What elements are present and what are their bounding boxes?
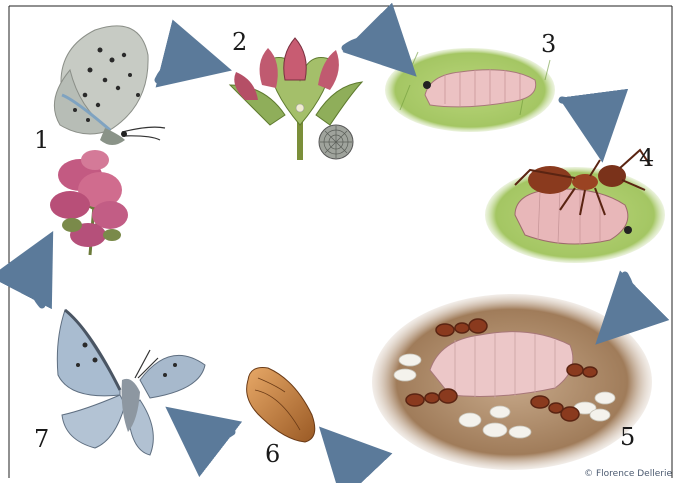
stage-label-4: 4 [639, 144, 654, 172]
arrow-3-to-4 [562, 100, 598, 128]
arrow-1-to-2 [158, 60, 198, 80]
flower-bud-cluster [230, 38, 362, 125]
arrow-2-to-3 [345, 40, 392, 52]
arrow-4-to-5 [620, 275, 631, 320]
thyme-plant [50, 150, 128, 255]
stage-label-7: 7 [34, 425, 49, 453]
stage-7-emerged-butterfly [57, 310, 205, 455]
arrow-7-to-1 [32, 262, 42, 305]
adult-butterfly-closed-wings [54, 26, 165, 145]
stage-label-1: 1 [34, 126, 49, 154]
stage-label-2: 2 [232, 28, 247, 56]
image-credit: © Florence Dellerie [584, 469, 672, 479]
arrow-5-to-6 [343, 452, 383, 462]
stage-1-adult-on-thyme [50, 26, 165, 255]
stage-6-chrysalis [247, 368, 315, 443]
stage-5-caterpillar-in-ant-nest [372, 294, 652, 470]
stage-label-3: 3 [541, 30, 556, 58]
stage-label-6: 6 [265, 440, 280, 468]
stage-label-5: 5 [620, 423, 635, 451]
stage-3-caterpillar [385, 48, 555, 132]
stage-4-ant-adopting-caterpillar [485, 150, 665, 263]
arrow-6-to-7 [193, 428, 232, 438]
egg-magnified [319, 125, 353, 159]
stage-2-egg-on-bud [230, 38, 362, 160]
